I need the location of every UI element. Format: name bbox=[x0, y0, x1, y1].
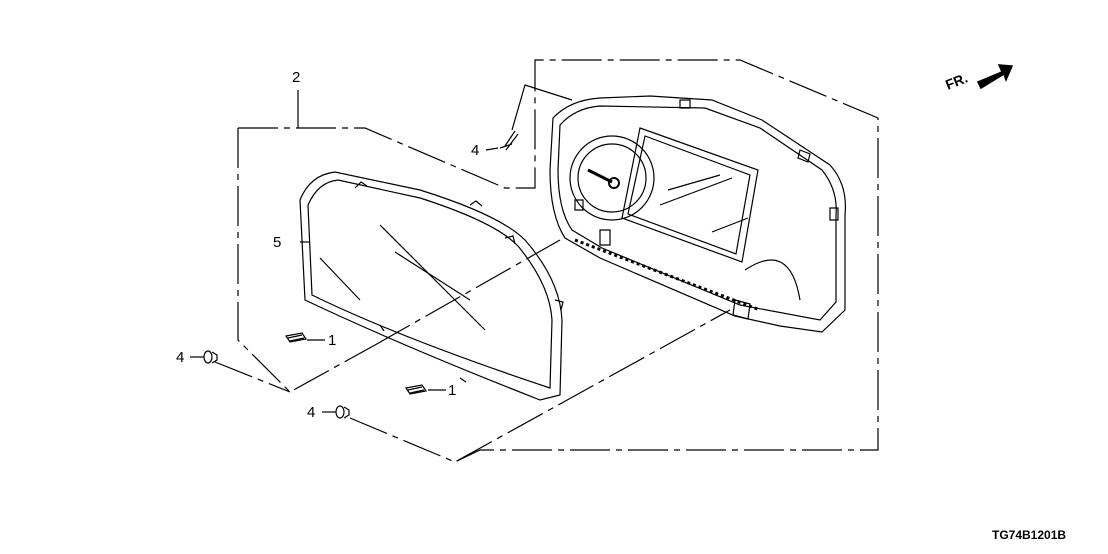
front-direction-arrow-icon bbox=[976, 64, 1014, 90]
callout-4-top: 4 bbox=[471, 142, 480, 159]
screw-left bbox=[203, 350, 218, 364]
meter-lens bbox=[299, 171, 564, 401]
callout-2: 2 bbox=[292, 69, 301, 86]
meter-assembly bbox=[549, 95, 847, 333]
leader-screw-top bbox=[511, 84, 573, 131]
callout-4-left: 4 bbox=[176, 349, 185, 366]
callout-1a: 1 bbox=[328, 332, 337, 349]
callout-5: 5 bbox=[273, 234, 282, 251]
diagram-code: TG74B1201B bbox=[992, 528, 1067, 542]
callout-4-bottom: 4 bbox=[307, 404, 316, 421]
screw-top bbox=[499, 130, 519, 151]
callout-1b: 1 bbox=[448, 382, 457, 399]
screw-bottom bbox=[335, 405, 350, 419]
clip-1a bbox=[284, 332, 308, 343]
clip-1b bbox=[404, 384, 428, 395]
leader-4-top bbox=[485, 147, 499, 151]
assembly-leader-lines bbox=[214, 59, 879, 463]
